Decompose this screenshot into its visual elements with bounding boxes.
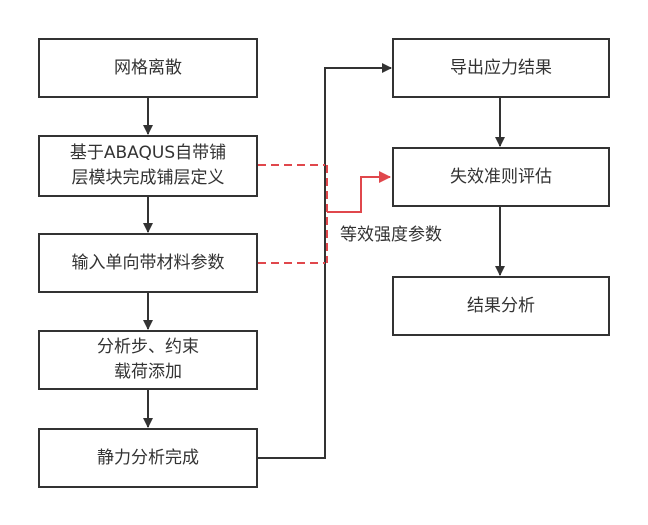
node-label-line: 层模块完成铺层定义 (71, 168, 225, 188)
node-label: 静力分析完成 (97, 447, 199, 468)
arrow-params-to-failure (327, 171, 391, 213)
node-label: 输入单向带材料参数 (71, 252, 225, 273)
connector-label: 等效强度参数 (340, 225, 442, 245)
node-label: 失效准则评估 (450, 166, 552, 187)
node-static: 静力分析完成 (38, 428, 258, 488)
node-label: 基于ABAQUS自带铺层模块完成铺层定义 (70, 141, 226, 191)
node-label: 结果分析 (467, 295, 535, 316)
node-export: 导出应力结果 (392, 38, 610, 98)
node-label: 网格离散 (114, 57, 182, 78)
node-label-line: 基于ABAQUS自带铺 (69, 143, 227, 163)
node-steps: 分析步、约束载荷添加 (38, 330, 258, 390)
node-label: 分析步、约束载荷添加 (97, 335, 199, 385)
node-label-line: 分析步、约束 (97, 337, 199, 357)
node-mesh: 网格离散 (38, 38, 258, 98)
node-layup: 基于ABAQUS自带铺层模块完成铺层定义 (38, 135, 258, 197)
node-result: 结果分析 (392, 276, 610, 336)
node-label: 导出应力结果 (450, 57, 552, 78)
node-material: 输入单向带材料参数 (38, 233, 258, 293)
node-label-line: 载荷添加 (114, 362, 182, 382)
node-failure: 失效准则评估 (392, 147, 610, 207)
